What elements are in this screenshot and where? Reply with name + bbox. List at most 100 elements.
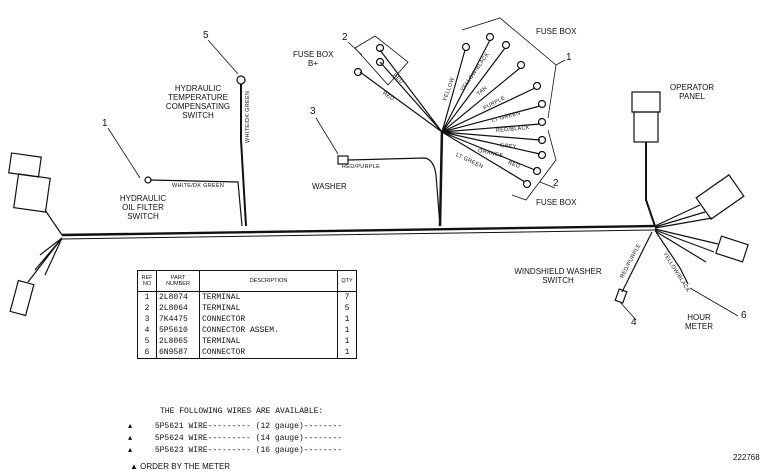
operator-panel-connector-top (631, 91, 661, 113)
cell-desc: CONNECTOR (199, 314, 338, 325)
parts-table: REF NO PART NUMBER DESCRIPTION QTY 1 2L8… (137, 270, 357, 359)
main-harness-trunk-edge (61, 229, 656, 240)
label-fuse-box-bottom: FUSE BOX (536, 198, 577, 207)
col-part-number: PART NUMBER (156, 270, 200, 292)
cell-qty: 5 (337, 303, 357, 314)
label-hour-meter-line2: METER (685, 322, 713, 331)
label-hyd-oil-line3: SWITCH (127, 212, 159, 221)
label-hyd-temp-switch: HYDRAULIC TEMPERATURE COMPENSATING SWITC… (158, 84, 238, 120)
order-by-meter-icon: ▲ (128, 435, 133, 443)
callout-6: 6 (741, 310, 747, 321)
cell-ref: 4 (137, 325, 157, 336)
cell-qty: 1 (337, 347, 357, 359)
label-fuse-box-bplus-line1: FUSE BOX (293, 50, 334, 59)
label-hour-meter: HOUR METER (684, 313, 714, 331)
cell-part: 7K4475 (156, 314, 200, 325)
label-fuse-box-top: FUSE BOX (536, 27, 577, 36)
col-qty: QTY (337, 270, 357, 292)
wire-row: ▲ 5P5623 WIRE--------- (16 gauge)-------… (128, 446, 343, 455)
callout-3: 3 (310, 106, 316, 117)
wire-row: ▲ 5P5621 WIRE--------- (12 gauge)-------… (128, 422, 343, 431)
cell-desc: TERMINAL (199, 291, 338, 303)
label-washer: WASHER (312, 182, 347, 191)
cell-qty: 1 (337, 325, 357, 336)
table-row: 1 2L8074 TERMINAL 7 (137, 291, 357, 303)
left-connector-upper (8, 152, 42, 178)
order-by-meter-icon: ▲ (128, 423, 133, 431)
order-by-meter-icon: ▲ (128, 447, 133, 455)
cell-part: 2L8074 (156, 291, 200, 303)
callout-1-left: 1 (102, 118, 108, 129)
terminal-hyd-temp (236, 75, 246, 85)
label-operator-panel: OPERATOR PANEL (662, 83, 722, 101)
fuse-box-bottom-bracket (511, 129, 557, 201)
callout-2-bottom: 2 (553, 178, 559, 189)
wire-desc: WIRE (188, 434, 208, 443)
label-hyd-oil-line2: OIL FILTER (122, 203, 164, 212)
cell-qty: 1 (337, 314, 357, 325)
cell-part: 6N9587 (156, 347, 200, 359)
cell-ref: 3 (137, 314, 157, 325)
wire-label-red-purple: RED/PURPLE (342, 164, 381, 170)
label-hyd-temp-line3: COMPENSATING (165, 102, 231, 111)
table-row: 3 7K4475 CONNECTOR 1 (137, 314, 357, 325)
label-fuse-box-bplus: FUSE BOX B+ (293, 50, 333, 68)
right-connector-upper (695, 174, 745, 220)
wire-label-white-green-h: WHITE/DK GREEN (172, 183, 225, 189)
wire-gauge: (12 gauge) (255, 422, 304, 431)
wires-available-note: THE FOLLOWING WIRES ARE AVAILABLE: (160, 407, 324, 416)
label-hour-meter-line1: HOUR (687, 313, 711, 322)
fuse-box-top-bracket (461, 17, 557, 119)
table-row: 2 2L8064 TERMINAL 5 (137, 303, 357, 314)
left-connector-upper-body (13, 173, 51, 213)
label-operator-panel-line2: PANEL (679, 92, 705, 101)
figure-number: 222768 (733, 453, 760, 462)
label-hyd-oil-switch: HYDRAULIC OIL FILTER SWITCH (108, 194, 178, 221)
wire-gauge: (16 gauge) (255, 446, 304, 455)
washer-connector (337, 155, 349, 165)
label-hyd-temp-line2: TEMPERATURE (168, 93, 228, 102)
cell-part: 2L8065 (156, 336, 200, 347)
cell-ref: 5 (137, 336, 157, 347)
col-description: DESCRIPTION (199, 270, 338, 292)
label-hyd-oil-line1: HYDRAULIC (119, 194, 167, 203)
label-operator-panel-line1: OPERATOR (669, 83, 715, 92)
wire-label-white-green-v: WHITE/DK GREEN (245, 90, 251, 143)
cell-desc: TERMINAL (199, 336, 338, 347)
cell-qty: 1 (337, 336, 357, 347)
cell-ref: 2 (137, 303, 157, 314)
right-connector-lower (715, 235, 749, 263)
wire-gauge: (14 gauge) (255, 434, 304, 443)
cell-ref: 6 (137, 347, 157, 359)
wire-desc: WIRE (188, 446, 208, 455)
operator-panel-connector-body (633, 111, 659, 143)
callout-2-top: 2 (342, 32, 348, 43)
fuse-box-bplus-bracket (354, 35, 409, 86)
col-ref-no: REF NO (137, 270, 157, 292)
cell-desc: CONNECTOR ASSEM. (199, 325, 338, 336)
main-harness-trunk (61, 224, 656, 237)
cell-ref: 1 (137, 291, 157, 303)
cell-desc: CONNECTOR (199, 347, 338, 359)
wire-row: ▲ 5P5624 WIRE--------- (14 gauge)-------… (128, 434, 343, 443)
label-hyd-temp-line4: SWITCH (182, 111, 214, 120)
label-hyd-temp-line1: HYDRAULIC (174, 84, 222, 93)
cell-desc: TERMINAL (199, 303, 338, 314)
wire-part: 5P5624 (154, 434, 184, 443)
callout-1-fuse: 1 (566, 52, 572, 63)
label-fuse-box-bplus-line2: B+ (307, 59, 318, 68)
wire-desc: WIRE (188, 422, 208, 431)
wire-part: 5P5621 (154, 422, 184, 431)
cell-part: 2L8064 (156, 303, 200, 314)
wire-part: 5P5623 (154, 446, 184, 455)
cell-part: 5P5610 (156, 325, 200, 336)
order-by-meter-note: ▲ ORDER BY THE METER (130, 462, 231, 471)
cell-qty: 7 (337, 291, 357, 303)
label-ws-washer-line2: SWITCH (542, 276, 574, 285)
callout-4: 4 (631, 317, 637, 328)
label-windshield-washer-switch: WINDSHIELD WASHER SWITCH (508, 267, 608, 285)
parts-table-header: REF NO PART NUMBER DESCRIPTION QTY (137, 270, 357, 292)
table-row: 4 5P5610 CONNECTOR ASSEM. 1 (137, 325, 357, 336)
